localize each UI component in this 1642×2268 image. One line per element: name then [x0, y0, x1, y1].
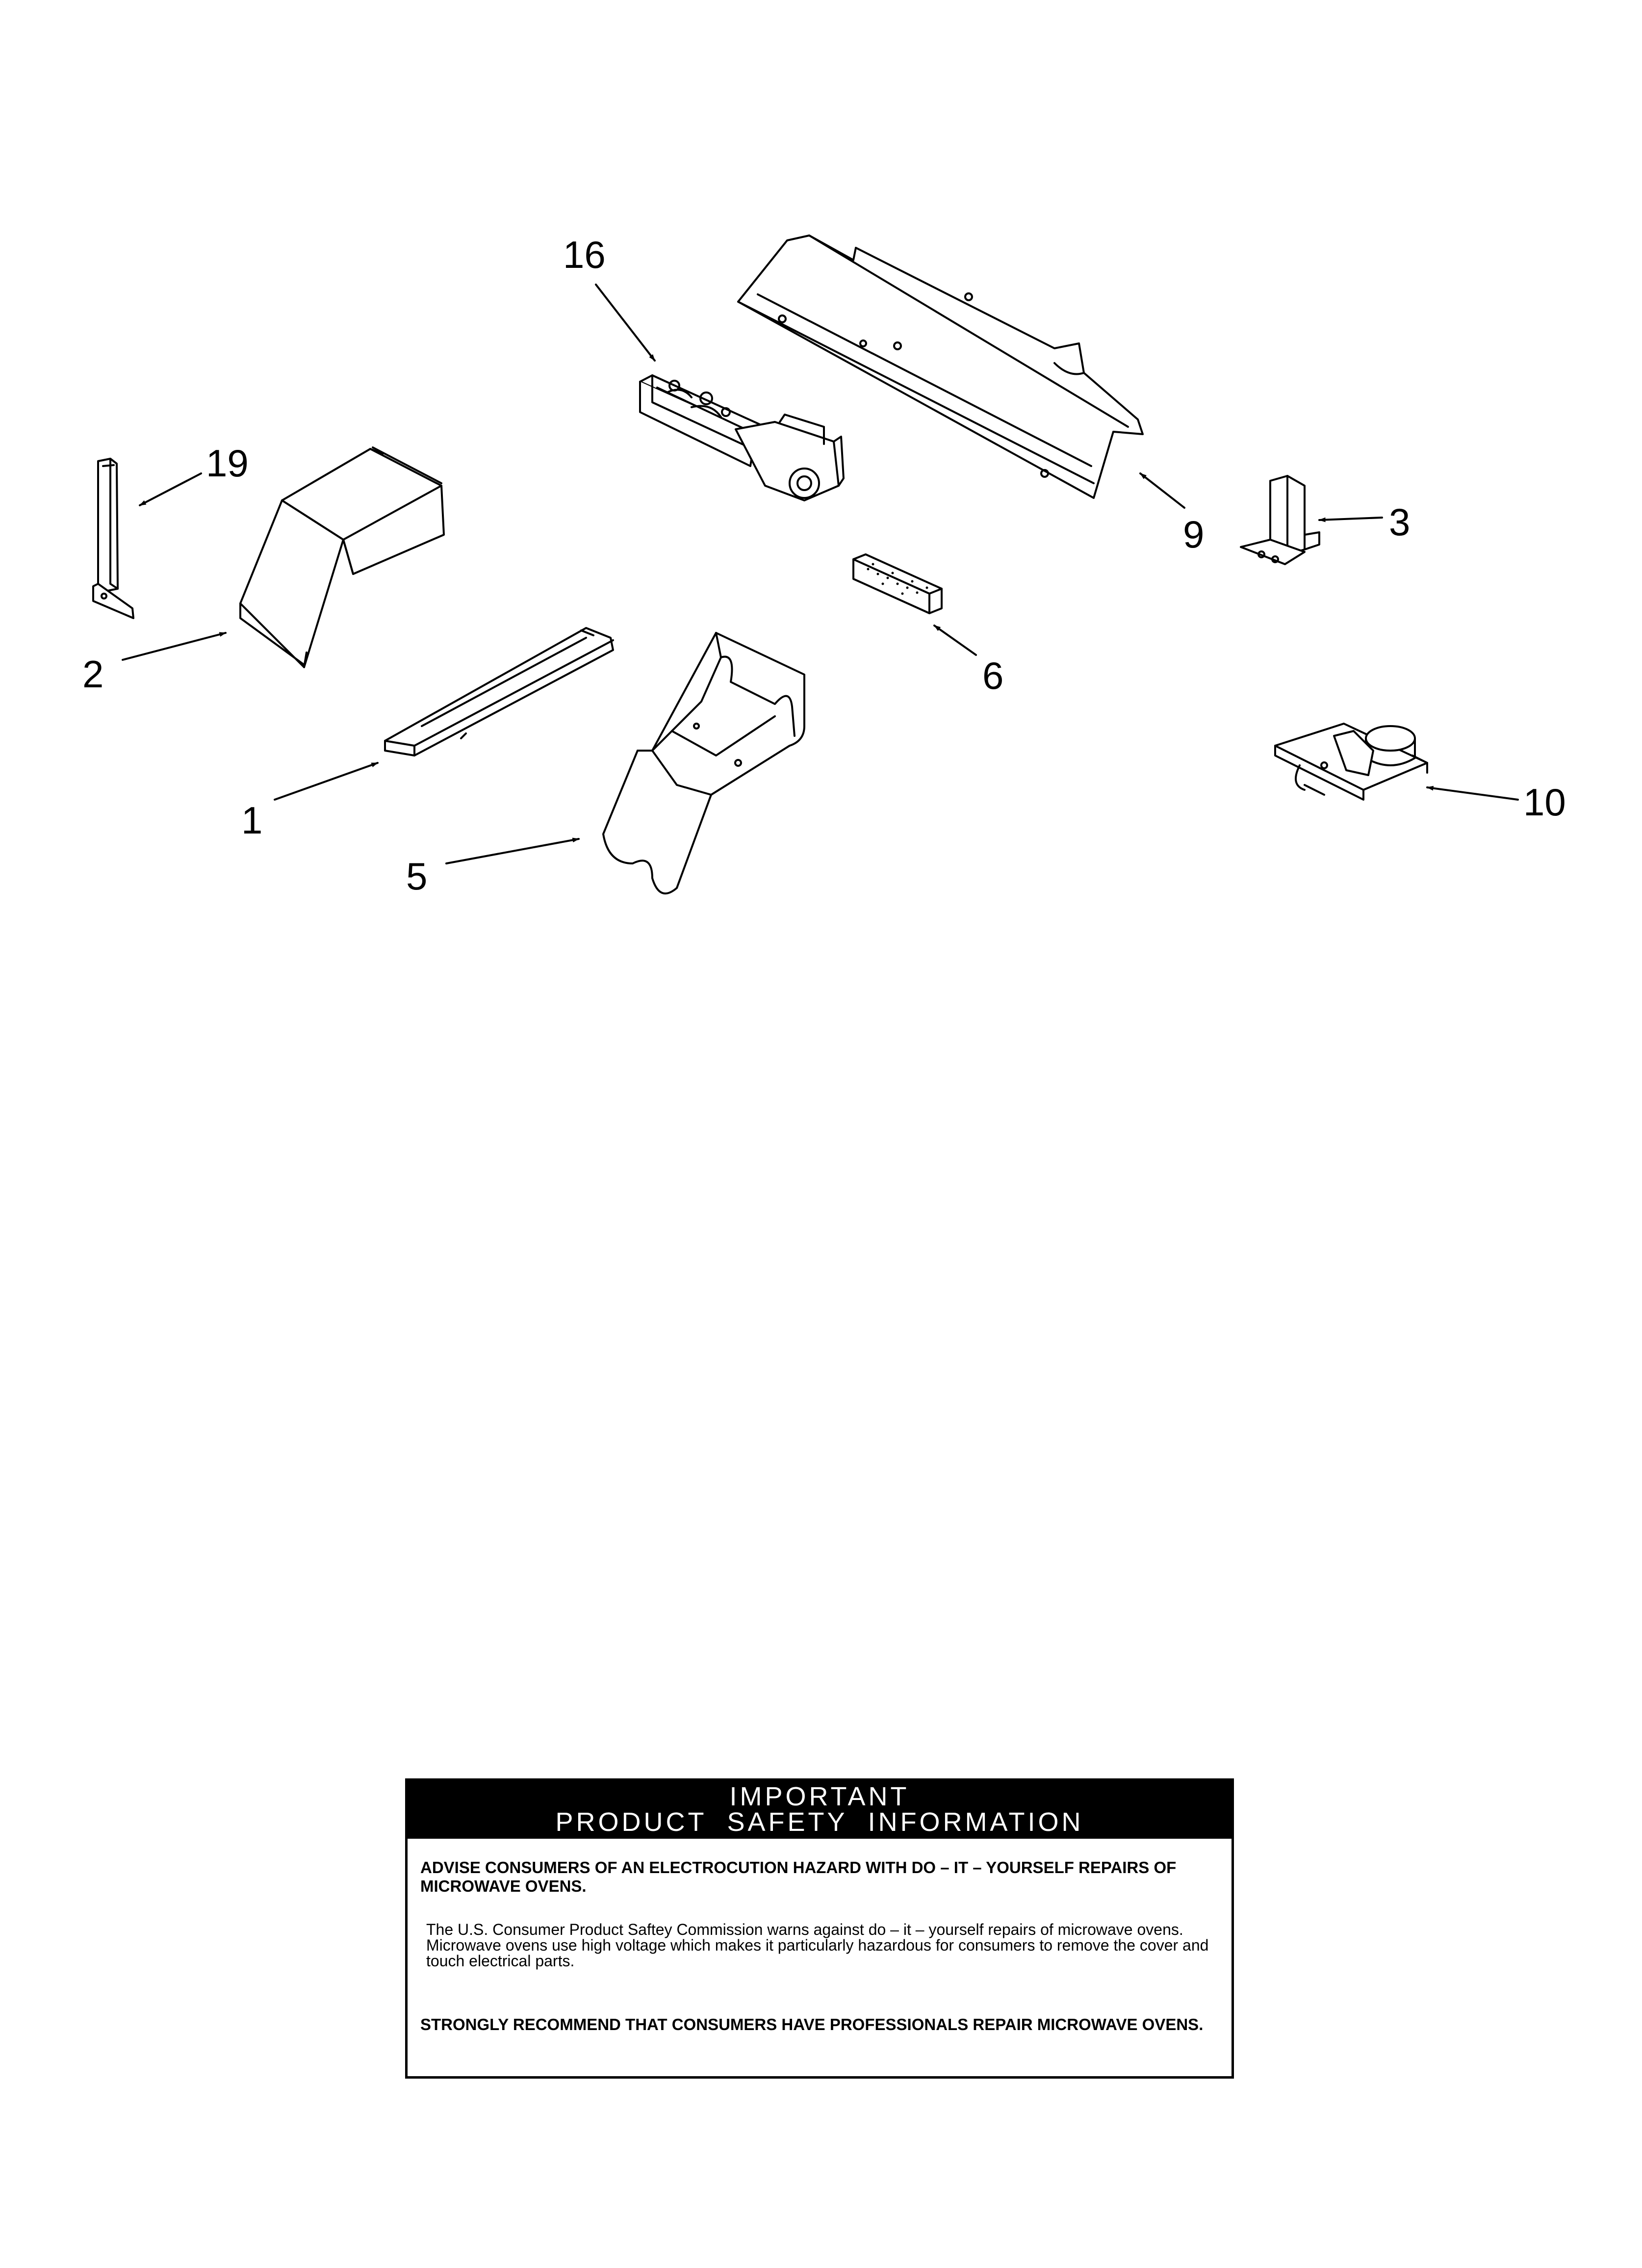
leader-9	[1139, 472, 1185, 509]
safety-information-box: IMPORTANT PRODUCT SAFETY INFORMATION ADV…	[405, 1778, 1234, 2079]
part-16-switch-assembly	[639, 374, 845, 501]
callout-1: 1	[241, 799, 263, 842]
callout-19: 19	[206, 442, 249, 485]
part-6-block	[852, 553, 943, 614]
part-5-shield	[602, 632, 805, 895]
safety-recommend-text: STRONGLY RECOMMEND THAT CONSUMERS HAVE P…	[420, 2015, 1204, 2033]
part-10-switch-bracket	[1274, 723, 1428, 801]
leader-1	[274, 762, 379, 801]
callout-16: 16	[563, 233, 606, 276]
callout-10: 10	[1523, 781, 1566, 824]
callout-6: 6	[982, 654, 1004, 697]
leader-10	[1426, 785, 1519, 801]
leader-3	[1318, 517, 1383, 522]
callout-2: 2	[82, 652, 104, 696]
callout-5: 5	[406, 855, 428, 898]
leader-5	[445, 837, 580, 864]
safety-header: IMPORTANT PRODUCT SAFETY INFORMATION	[408, 1781, 1232, 1839]
part-1-channel	[384, 627, 614, 756]
safety-header-line2: PRODUCT SAFETY INFORMATION	[555, 1807, 1084, 1837]
callout-9: 9	[1183, 513, 1205, 556]
part-3-bracket	[1240, 475, 1320, 565]
leader-16	[595, 284, 656, 362]
leader-6	[933, 625, 977, 656]
safety-advise-text: ADVISE CONSUMERS OF AN ELECTROCUTION HAZ…	[420, 1858, 1177, 1895]
leader-19	[139, 472, 202, 506]
safety-body-text: The U.S. Consumer Product Saftey Commiss…	[426, 1921, 1209, 1970]
leader-2	[122, 632, 227, 661]
safety-header-line1: IMPORTANT	[729, 1782, 910, 1811]
leader-lines	[122, 284, 1519, 864]
part-19-bracket	[92, 458, 134, 619]
part-2-duct	[239, 446, 445, 668]
part-9-bracket	[737, 235, 1144, 499]
callout-3: 3	[1389, 500, 1411, 544]
exploded-parts-diagram	[92, 235, 1519, 895]
